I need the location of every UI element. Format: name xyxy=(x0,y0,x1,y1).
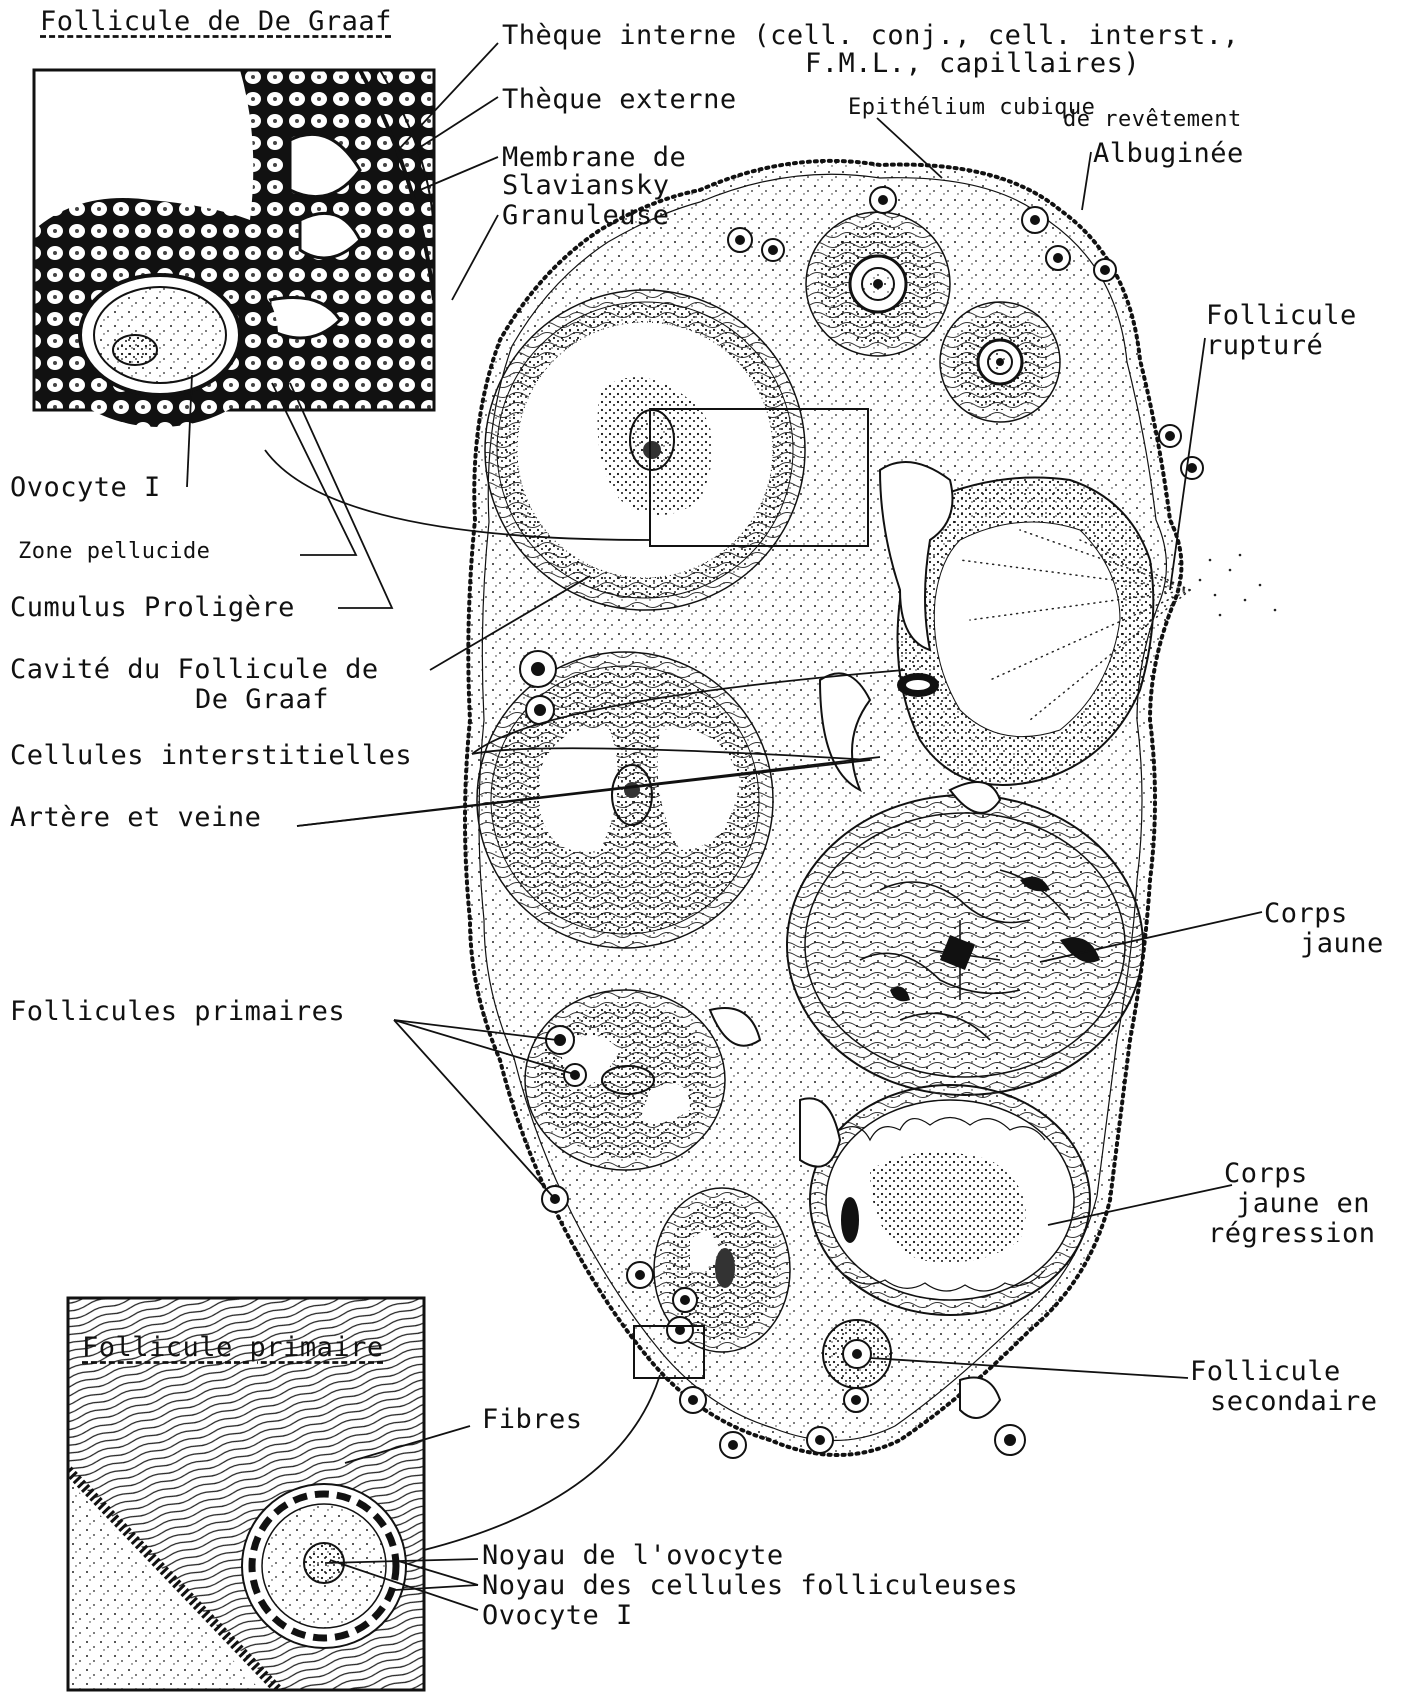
label-artere-veine: Artère et veine xyxy=(10,802,261,833)
label-cavite-1: Cavité du Follicule de xyxy=(10,654,379,685)
label-ovocyte-primaire: Ovocyte I xyxy=(482,1600,633,1631)
ovary-section xyxy=(465,161,1276,1458)
label-corps-jaune-2: jaune xyxy=(1300,928,1384,959)
follicle-top-right xyxy=(940,302,1060,422)
corpus-luteum xyxy=(787,795,1143,1095)
label-membrane-1: Membrane de xyxy=(502,142,686,173)
label-corps-regression-1: Corps xyxy=(1224,1158,1308,1189)
title-graaf-inset: Follicule de De Graaf xyxy=(40,6,392,37)
label-membrane-2: Slaviansky xyxy=(502,170,670,201)
label-epithelium-1: Epithélium cubique xyxy=(848,92,1095,123)
label-follicule-rupture-1: Follicule xyxy=(1206,300,1357,331)
follicle-lower-left xyxy=(525,990,725,1170)
graaf-follicle-main xyxy=(485,290,805,610)
label-follicule-secondaire-2: secondaire xyxy=(1210,1386,1378,1417)
label-theque-externe: Thèque externe xyxy=(502,84,737,115)
label-corps-jaune-1: Corps xyxy=(1264,898,1348,929)
label-theque-interne-1: Thèque interne (cell. conj., cell. inter… xyxy=(502,20,1239,51)
ruptured-follicle xyxy=(898,478,1277,786)
label-zone-pellucide: Zone pellucide xyxy=(18,536,210,567)
label-noyau-folliculeuses: Noyau des cellules folliculeuses xyxy=(482,1570,1018,1601)
label-epithelium-2: de revêtement xyxy=(1063,104,1242,135)
inset-graaf-follicle xyxy=(34,70,434,427)
label-cellules-interstitielles: Cellules interstitielles xyxy=(10,740,412,771)
label-fibres: Fibres xyxy=(482,1404,583,1435)
label-corps-regression-3: régression xyxy=(1208,1218,1376,1249)
label-cumulus: Cumulus Proligère xyxy=(10,592,295,623)
label-cavite-2: De Graaf xyxy=(195,684,329,715)
label-corps-regression-2: jaune en xyxy=(1236,1188,1370,1219)
follicle-top-center xyxy=(806,212,950,356)
label-noyau-ovocyte: Noyau de l'ovocyte xyxy=(482,1540,784,1571)
label-follicule-secondaire-1: Follicule xyxy=(1190,1356,1341,1387)
label-theque-interne-2: F.M.L., capillaires) xyxy=(805,48,1140,79)
label-albuginee: Albuginée xyxy=(1093,138,1244,169)
title-primary-inset: Follicule primaire xyxy=(82,1332,384,1363)
label-ovocyte: Ovocyte I xyxy=(10,472,161,503)
secondary-follicle xyxy=(823,1320,891,1388)
label-follicules-primaires: Follicules primaires xyxy=(10,996,345,1027)
label-follicule-rupture-2: rupturé xyxy=(1206,330,1323,361)
label-granuleuse: Granuleuse xyxy=(502,200,670,231)
